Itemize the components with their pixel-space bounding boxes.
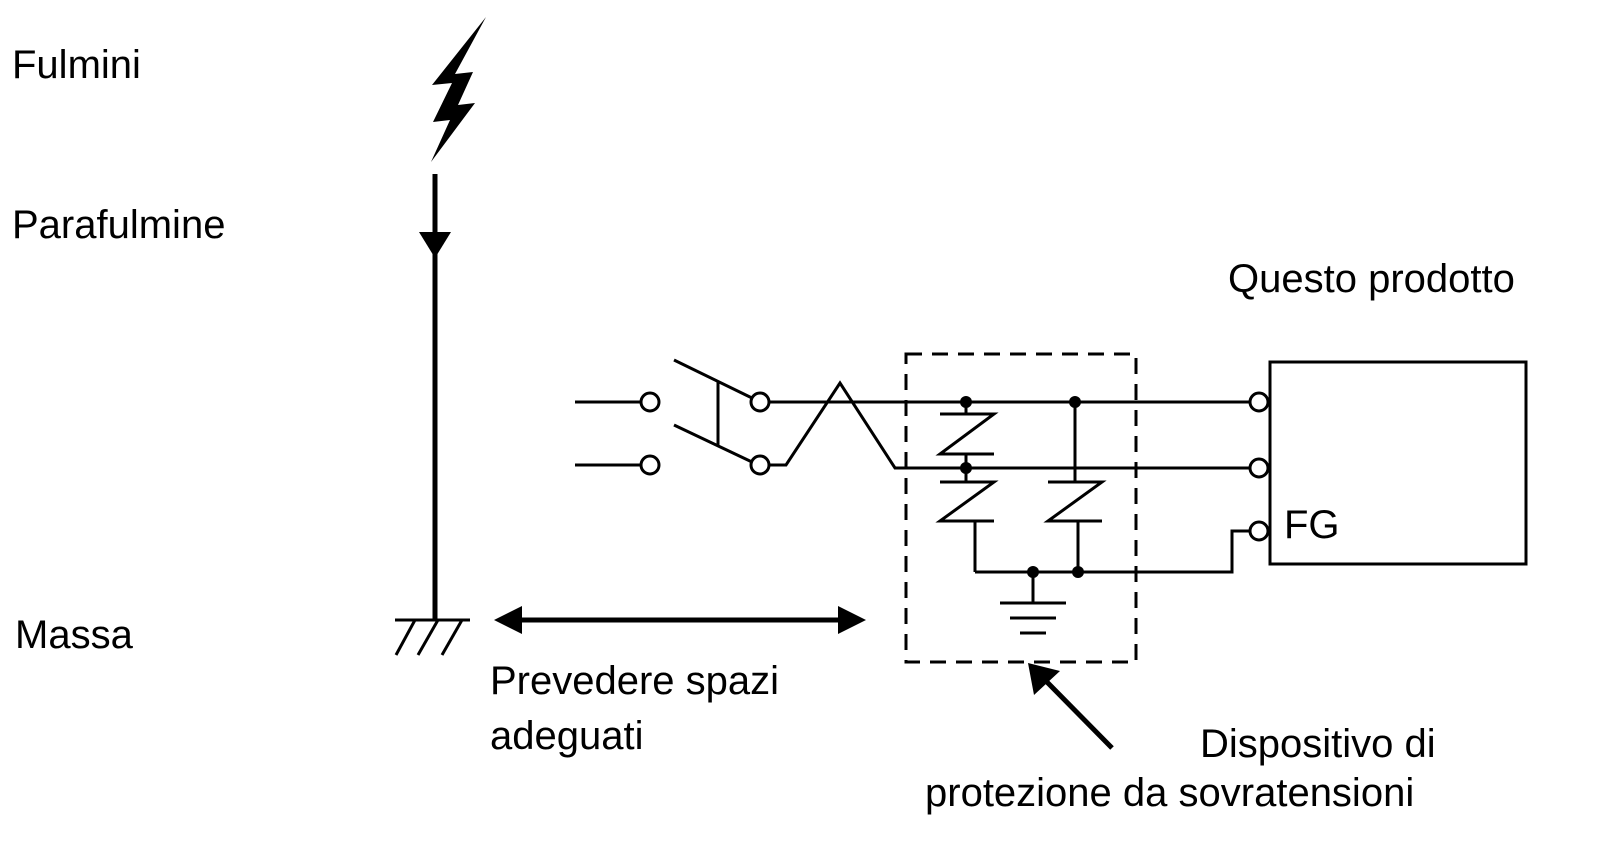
junction-dot [1027, 566, 1039, 578]
label-questo-prodotto: Questo prodotto [1228, 257, 1515, 301]
label-prevedere-line2: adeguati [490, 714, 643, 758]
product-terminal-l1 [1248, 391, 1270, 413]
bottom-wire-zigzag [770, 380, 1250, 470]
varistor-line-to-line [935, 402, 999, 468]
ground-bus-wire [975, 529, 1250, 574]
label-dispositivo-line1: Dispositivo di [1200, 722, 1436, 766]
device-pointer-arrowhead [1028, 663, 1060, 695]
double-pole-switch [673, 358, 753, 464]
label-parafulmine: Parafulmine [12, 203, 225, 247]
junction-dot [960, 462, 972, 474]
label-dispositivo-line2: protezione da sovratensioni [925, 771, 1414, 815]
junction-dot [1069, 396, 1081, 408]
product-box [1268, 360, 1528, 566]
switch-input-terminal-bottom [639, 454, 661, 476]
lightning-rod-arrowhead [419, 232, 451, 258]
label-fg: FG [1284, 503, 1340, 547]
surge-protector-box [904, 352, 1138, 664]
product-terminal-l2 [1248, 457, 1270, 479]
earth-ground-icon [394, 618, 470, 656]
junction-dot [960, 396, 972, 408]
varistor-top-to-ground [1043, 402, 1107, 572]
switch-output-terminal-bottom [749, 454, 771, 476]
device-pointer-arrow [1043, 678, 1114, 750]
junction-dot [1072, 566, 1084, 578]
device-ground-icon [1000, 572, 1066, 635]
switch-input-terminal-top [639, 391, 661, 413]
label-massa: Massa [15, 613, 134, 657]
varistor-line-to-ground [935, 468, 999, 572]
label-fulmini: Fulmini [12, 43, 141, 87]
product-terminal-fg [1248, 520, 1270, 542]
lightning-bolt-icon [431, 17, 486, 162]
label-prevedere-line1: Prevedere spazi [490, 659, 779, 703]
switch-output-terminal-top [749, 391, 771, 413]
spacing-double-arrow [494, 606, 866, 634]
